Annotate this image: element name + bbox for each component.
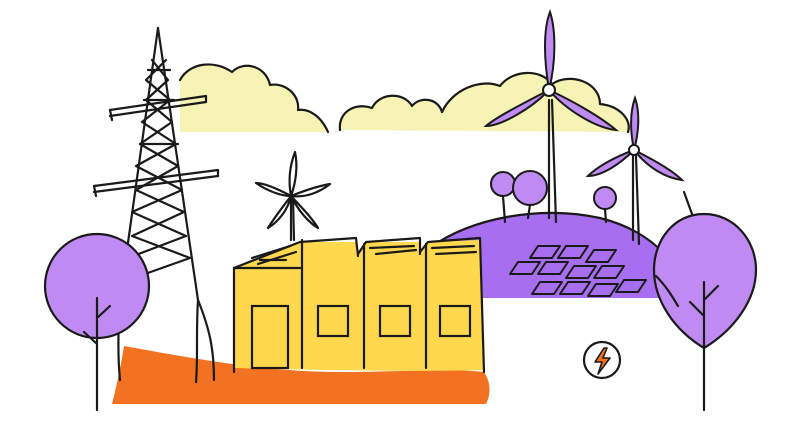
wind-turbine-icon xyxy=(483,9,620,224)
orange-ground xyxy=(112,346,490,404)
cloud-left xyxy=(180,64,328,132)
cloud-icon xyxy=(338,71,630,134)
cloud-icon xyxy=(178,63,330,134)
wind-turbine-icon xyxy=(585,95,685,246)
cloud-right xyxy=(339,72,629,132)
factory-building-icon xyxy=(232,236,486,374)
transmission-tower-icon xyxy=(92,26,220,384)
lightning-bolt-icon xyxy=(582,340,622,380)
wind-turbine-icon xyxy=(254,150,332,242)
tree-icon xyxy=(652,190,758,412)
tree-icon xyxy=(43,232,151,412)
tree-icon xyxy=(490,170,617,224)
solar-panel-icon xyxy=(509,245,647,297)
